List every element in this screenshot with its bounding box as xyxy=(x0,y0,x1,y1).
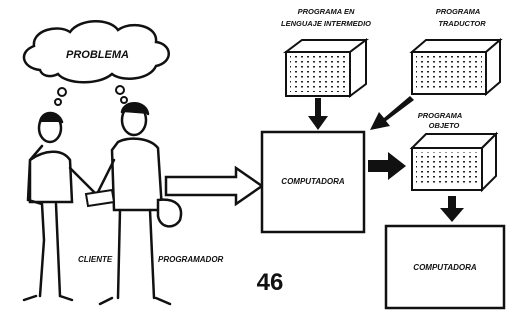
page-number: 46 xyxy=(257,269,284,296)
computer-box-center xyxy=(260,130,366,234)
deck-translator-label-2: TRADUCTOR xyxy=(438,19,486,28)
computer-bottom-label: COMPUTADORA xyxy=(413,263,477,272)
computer-box-bottom xyxy=(384,224,506,310)
problem-label: PROBLEMA xyxy=(66,49,129,61)
deck-intermediate-label-1: PROGRAMA EN xyxy=(298,7,355,16)
deck-intermediate-label-2: LENGUAJE INTERMEDIO xyxy=(281,19,371,28)
client-label: CLIENTE xyxy=(78,255,113,264)
card-deck-intermediate xyxy=(283,38,369,98)
deck-object-label-2: OBJETO xyxy=(429,121,460,130)
deck-translator-label-1: PROGRAMA xyxy=(436,7,481,16)
deck-object-label-1: PROGRAMA xyxy=(418,111,463,120)
problem-speech-bubble: PROBLEMA xyxy=(22,20,170,106)
client-figure xyxy=(22,111,100,302)
card-deck-object xyxy=(409,131,499,193)
programmer-label: PROGRAMADOR xyxy=(158,255,224,264)
arrow-down-object xyxy=(440,196,464,222)
programmer-figure xyxy=(94,102,183,306)
computer-center-label: COMPUTADORA xyxy=(281,177,345,186)
arrow-down-intermediate xyxy=(308,98,328,130)
arrow-diagonal-translator xyxy=(370,96,414,130)
hollow-arrow xyxy=(164,165,265,207)
arrow-right-object xyxy=(368,152,406,180)
card-deck-translator xyxy=(409,37,503,97)
document-icon xyxy=(84,188,116,208)
